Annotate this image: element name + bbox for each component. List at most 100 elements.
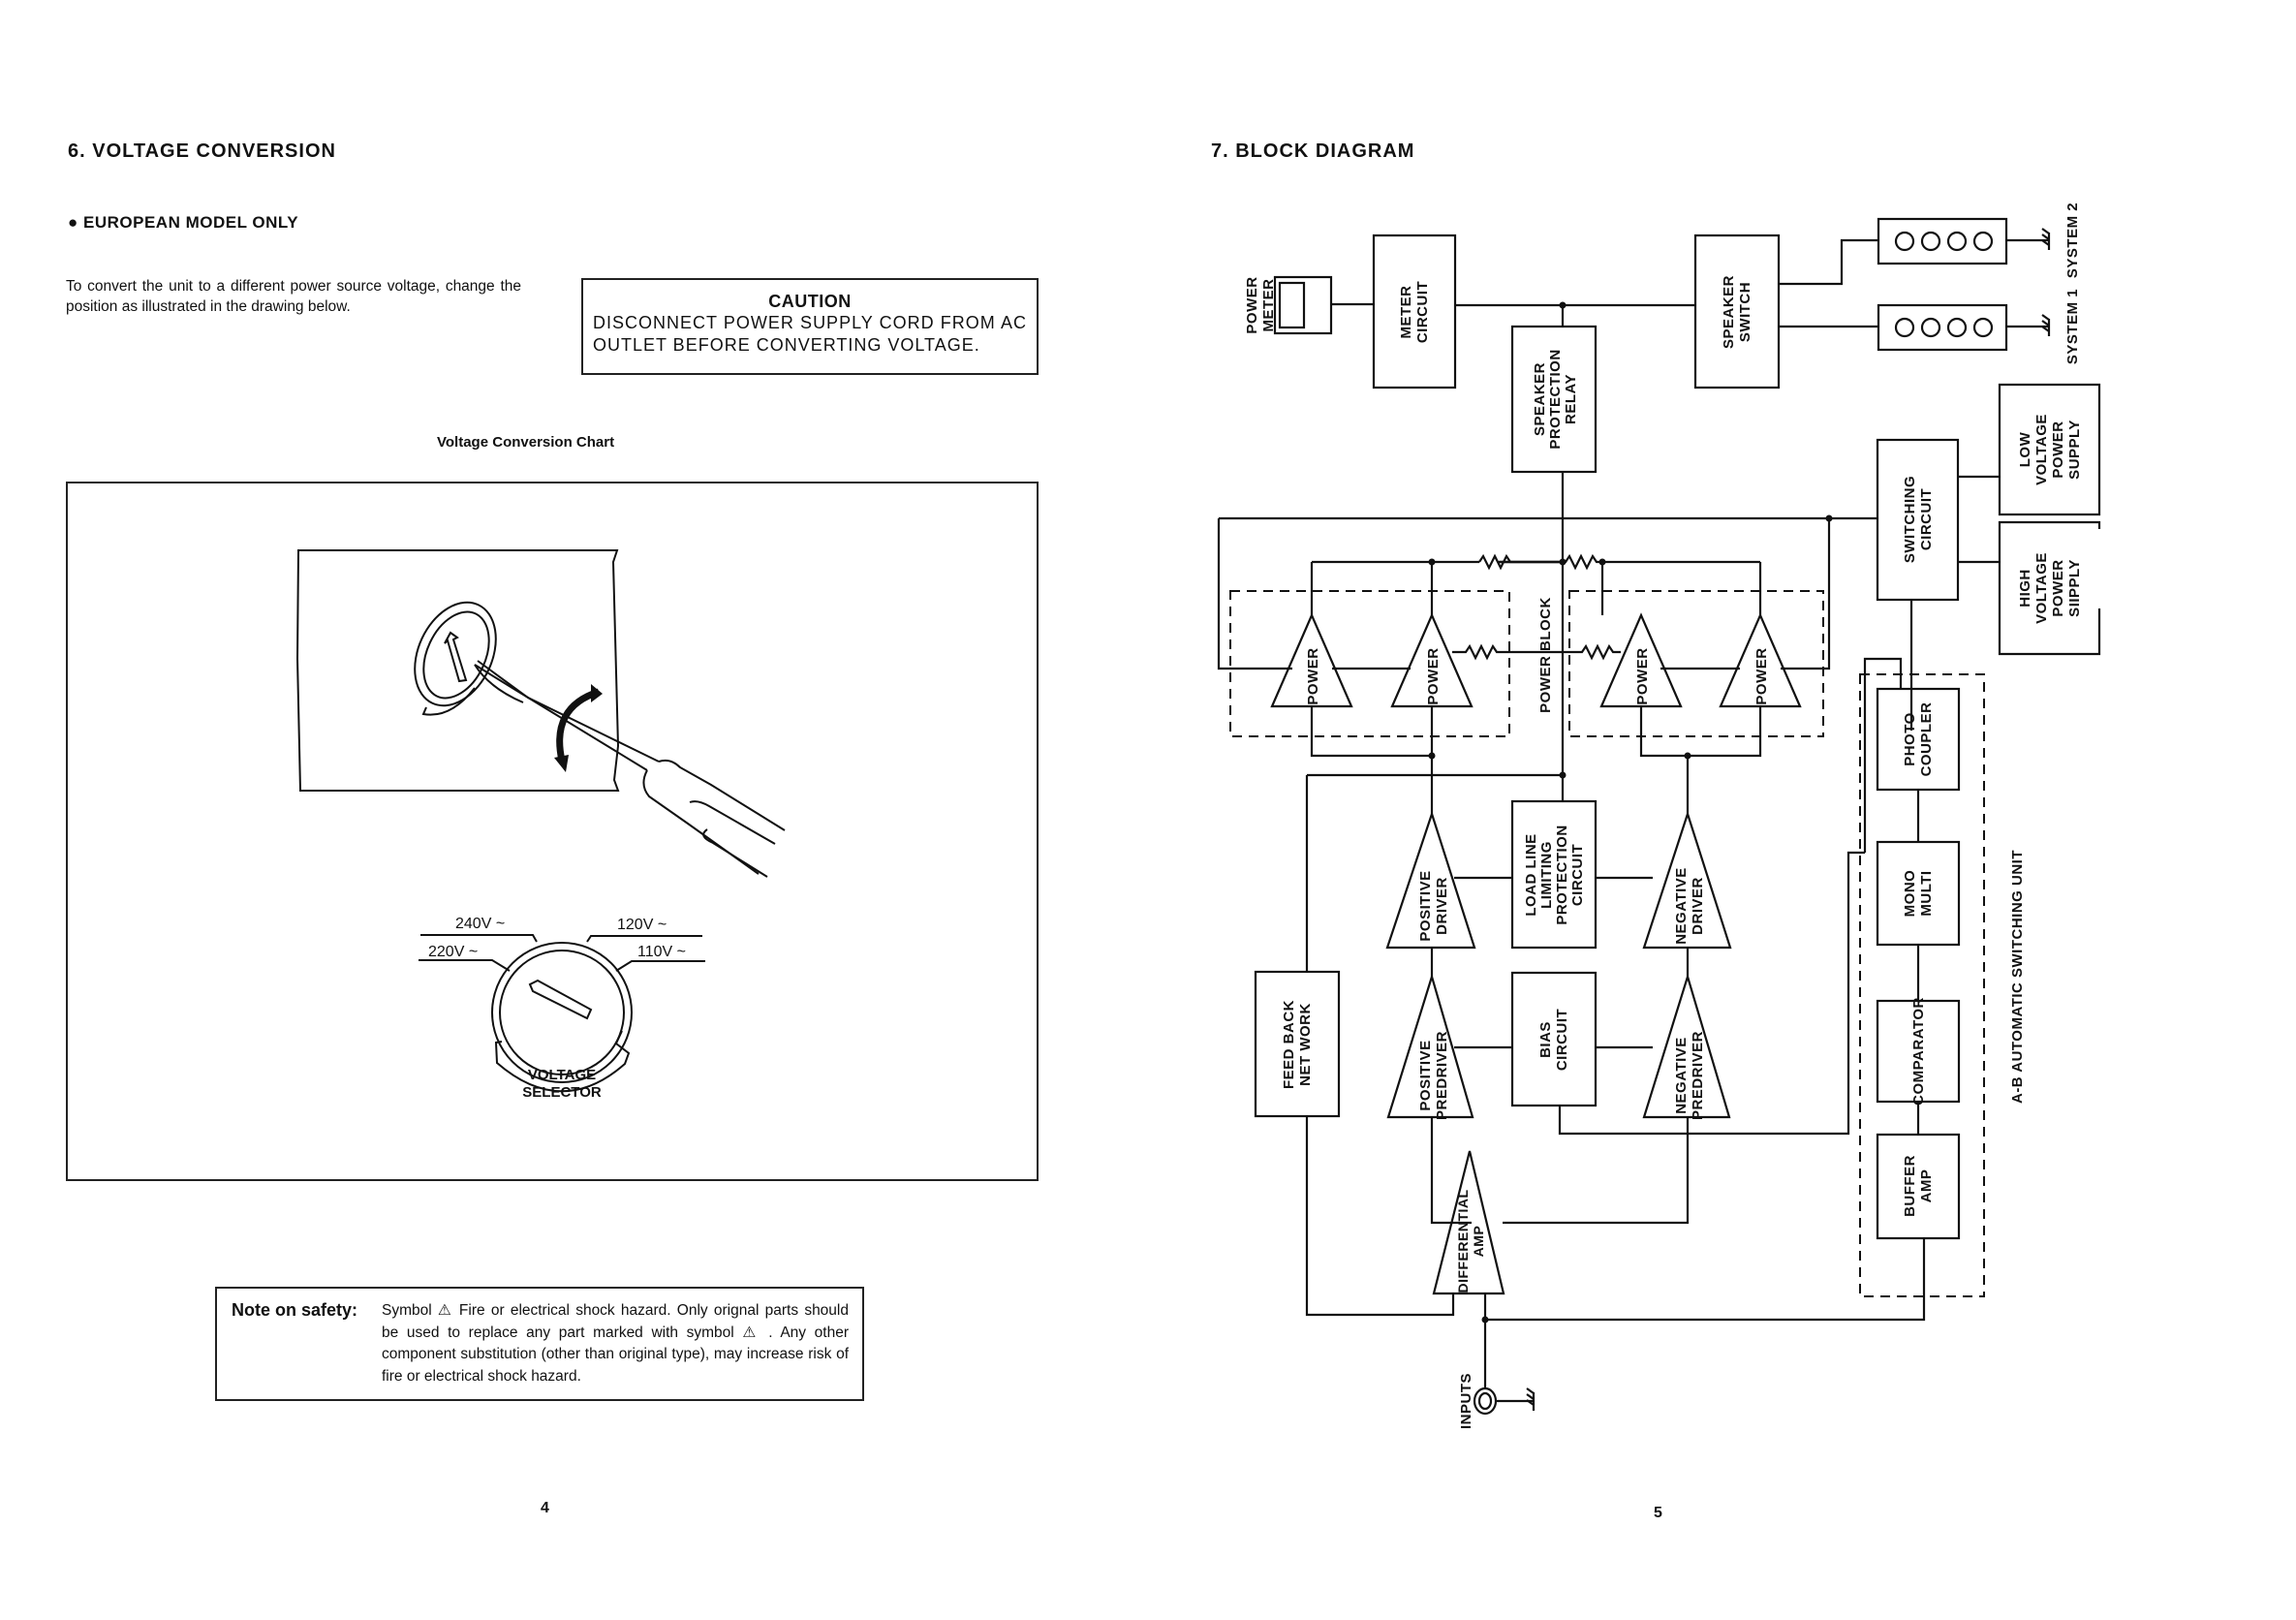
diagram-label: CIRCUIT xyxy=(1554,1009,1570,1071)
diagram-label: BUFFER xyxy=(1902,1155,1918,1217)
diagram-label: SPEAKERPROTECTIONRELAY xyxy=(1532,349,1579,449)
diagram-label: LOWVOLTAGEPOWERSUPPLY xyxy=(2017,414,2083,485)
diagram-label: LOAD LINELIMITINGPROTECTIONCIRCUIT xyxy=(1523,825,1586,924)
load-line-limiting-block xyxy=(1510,799,1598,950)
diagram-label: POWER xyxy=(2050,421,2066,478)
voltage-selector-diagram: 240V ~ 220V ~ 120V ~ 110V ~ VOLTAGE SELE… xyxy=(419,916,705,1101)
meter-circuit-label-2: CIRCUIT xyxy=(1414,281,1431,343)
power-block-label: POWER BLOCK xyxy=(1537,597,1554,713)
diagram-label: MONO xyxy=(1902,870,1918,918)
diagram-label: POSITIVE xyxy=(1417,870,1434,941)
diagram-label: PREDRIVER xyxy=(1434,1031,1450,1120)
diagram-label: BUFFERAMP xyxy=(1902,1155,1935,1217)
diagram-label: CIRCUIT xyxy=(1918,488,1935,550)
buffer-amp-block xyxy=(1876,1133,1961,1240)
system-1-label: SYSTEM 1 xyxy=(2064,289,2081,364)
caution-title: CAUTION xyxy=(768,292,852,311)
feed-back-network-block xyxy=(1254,970,1341,1118)
section-title-block-diagram: 7. BLOCK DIAGRAM xyxy=(1211,140,1415,162)
diagram-label: CIRCUIT xyxy=(1569,844,1586,906)
power-block-left-dashed xyxy=(1229,590,1510,737)
ground-icon xyxy=(2041,314,2051,336)
bias-circuit-block xyxy=(1510,971,1598,1107)
diagram-label: BIASCIRCUIT xyxy=(1537,1009,1570,1071)
power-amp-label-3: POWER xyxy=(1634,647,1651,704)
diagram-label: MULTI xyxy=(1918,870,1935,916)
diagram-label: SUPPLY xyxy=(2066,420,2083,480)
ground-icon xyxy=(1526,1387,1536,1411)
power-amp-label-2: POWER xyxy=(1425,647,1442,704)
voltage-conversion-chart-frame xyxy=(66,482,1039,1181)
diagram-label: HIGH xyxy=(2017,569,2033,608)
diagram-label: PHOTO xyxy=(1902,712,1918,766)
page-number-left: 4 xyxy=(541,1500,549,1516)
caution-text: DISCONNECT POWER SUPPLY CORD FROM AC OUT… xyxy=(593,313,1027,355)
voltage-selector-label-line1: VOLTAGE xyxy=(528,1067,596,1083)
differential-amp xyxy=(1432,1150,1505,1295)
rear-panel-outline xyxy=(295,549,620,792)
rotate-arrow-icon xyxy=(556,688,601,762)
screwdriver-icon xyxy=(474,660,786,878)
bullet-icon: ● xyxy=(68,213,78,232)
diagram-label: POSITIVEPREDRIVER xyxy=(1417,1031,1450,1120)
diagram-label: DIFFERENTIAL xyxy=(1455,1189,1471,1293)
safety-note-text: Symbol ⚠ Fire or electrical shock hazard… xyxy=(382,1302,849,1385)
meter-circuit-block xyxy=(1372,234,1457,389)
page-number-right: 5 xyxy=(1654,1505,1662,1521)
positive-predriver-amp xyxy=(1386,973,1474,1119)
power-amp-label-1: POWER xyxy=(1305,647,1321,704)
diagram-label: PHOTOCOUPLER xyxy=(1902,702,1935,777)
ground-icon xyxy=(2041,228,2051,250)
diagram-label: LOAD LINE xyxy=(1523,833,1539,916)
diagram-label: NEGATIVE xyxy=(1673,1037,1690,1114)
diagram-label: PROTECTION xyxy=(1554,825,1570,924)
voltage-option-120: 120V ~ xyxy=(617,917,667,933)
safety-note-box: Note on safety: Symbol ⚠ Fire or electri… xyxy=(215,1287,864,1401)
safety-note-label: Note on safety: xyxy=(232,1300,358,1320)
caution-box: CAUTION DISCONNECT POWER SUPPLY CORD FRO… xyxy=(581,278,1039,375)
diagram-label: POWERMETER xyxy=(1244,276,1277,333)
comparator-label: COMPARATOR xyxy=(1910,997,1927,1106)
speaker-protection-relay-block xyxy=(1510,325,1598,474)
speaker-terminal-system1 xyxy=(1877,303,2008,352)
diagram-label: DRIVER xyxy=(1434,877,1450,935)
diagram-label: AMP xyxy=(1471,1226,1486,1258)
speaker-terminal-system2 xyxy=(1877,217,2008,265)
diagram-label: NEGATIVE xyxy=(1673,867,1690,945)
diagram-label: HIGHVOLTAGEPOWERSIIPPLY xyxy=(2017,552,2083,624)
diagram-label: VOLTAGE xyxy=(2033,414,2050,485)
diagram-label: SWITCHINGCIRCUIT xyxy=(1902,476,1935,563)
diagram-label: NEGATIVEDRIVER xyxy=(1673,867,1706,945)
european-model-heading: ● EUROPEAN MODEL ONLY xyxy=(68,213,298,233)
terminal-jacks xyxy=(1894,231,1994,338)
inputs-label: INPUTS xyxy=(1458,1373,1474,1429)
speaker-switch-block xyxy=(1693,234,1781,389)
screwdriver-illustration xyxy=(295,549,786,878)
power-meter-label-2: METER xyxy=(1260,279,1277,332)
power-meter-label-1: POWER xyxy=(1244,276,1260,333)
voltage-option-110: 110V ~ xyxy=(637,944,686,960)
diagram-label: SWITCHING xyxy=(1902,476,1918,563)
diagram-label: NET WORK xyxy=(1297,1003,1314,1086)
ab-switching-unit-label: A-B AUTOMATIC SWITCHING UNIT xyxy=(2009,850,2026,1104)
diagram-label: POSITIVEDRIVER xyxy=(1417,870,1450,941)
low-voltage-power-supply-block xyxy=(1998,383,2101,516)
block-diagram: POWERMETER METER CIRCUIT SPEAKERPROTECTIO… xyxy=(1217,202,2101,1429)
conversion-instruction: To convert the unit to a different power… xyxy=(66,278,521,315)
diagram-label: LIMITING xyxy=(1538,841,1555,909)
voltage-selector-label-line2: SELECTOR xyxy=(522,1084,602,1101)
switching-circuit-block xyxy=(1876,438,1960,602)
diagram-label: MONOMULTI xyxy=(1902,870,1935,918)
system-2-label: SYSTEM 2 xyxy=(2064,202,2081,278)
speaker-switch-label-2: SWITCH xyxy=(1737,282,1753,342)
voltage-option-240: 240V ~ xyxy=(455,916,505,932)
power-amp-label-4: POWER xyxy=(1753,647,1770,704)
diagram-label: PREDRIVER xyxy=(1690,1031,1706,1120)
diagram-label: SPEAKERSWITCH xyxy=(1721,275,1753,349)
section-title-voltage-conversion: 6. VOLTAGE CONVERSION xyxy=(68,140,336,162)
diagram-label: FEED BACK xyxy=(1281,1000,1297,1089)
speaker-protection-label-3: RELAY xyxy=(1563,374,1579,424)
voltage-selector-drawing-icon xyxy=(414,601,497,716)
diagram-label: DRIVER xyxy=(1690,877,1706,935)
diagram-label: VOLTAGE xyxy=(2033,552,2050,624)
